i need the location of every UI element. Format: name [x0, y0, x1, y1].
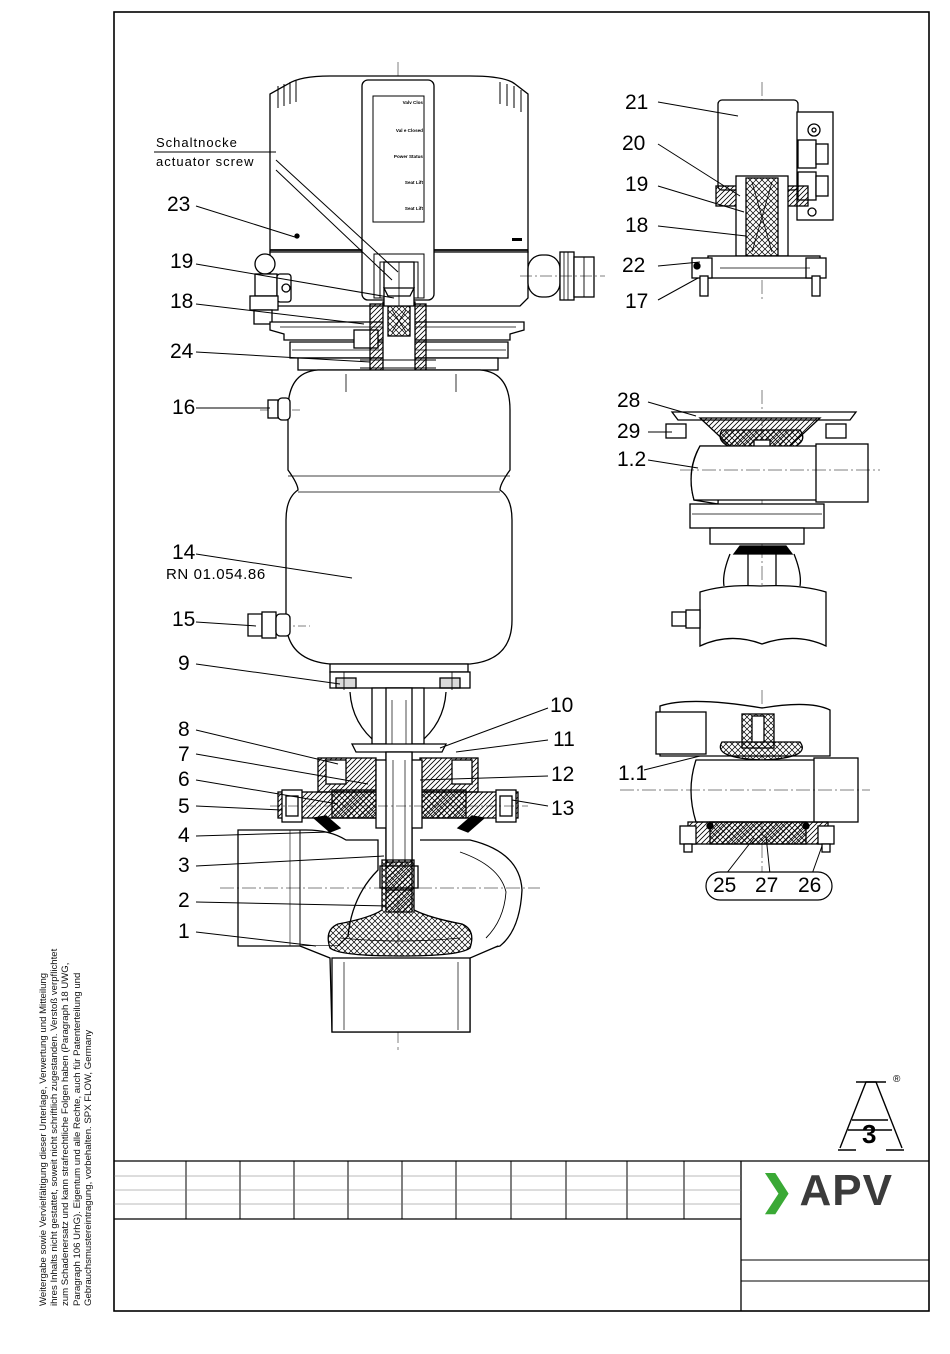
- copyright-line-1: Weitergabe sowie Vervielfältigung dieser…: [38, 972, 49, 1306]
- actuator-label-de: Schaltnocke: [156, 135, 238, 150]
- callout-2: 2: [178, 889, 190, 912]
- detail-b-leaders: [647, 401, 699, 469]
- callout-28: 28: [617, 389, 641, 412]
- valve-bonnet: [270, 743, 528, 891]
- status-legend: Valv Clos Val e Closed Power Status Seat…: [375, 100, 423, 222]
- callout-1-2: 1.2: [617, 448, 647, 471]
- callout-25: 25: [713, 874, 737, 897]
- part-number: RN 01.054.86: [166, 566, 266, 583]
- status-legend-3: Power Status: [393, 154, 423, 159]
- callout-5: 5: [178, 795, 190, 818]
- sheet-frame: [113, 11, 930, 1312]
- status-legend-5: Seat Lift: [404, 206, 423, 211]
- callout-11: 11: [553, 728, 575, 751]
- apv-brand-name: APV: [799, 1166, 893, 1215]
- callout-24: 24: [170, 340, 194, 363]
- callout-20: 20: [622, 132, 646, 155]
- detail-a-leaders: [657, 101, 747, 301]
- copyright-notice: Weitergabe sowie Vervielfältigung dieser…: [38, 226, 94, 1306]
- callout-12: 12: [551, 763, 575, 786]
- callout-23: 23: [167, 193, 191, 216]
- callout-15: 15: [172, 608, 196, 631]
- callout-29: 29: [617, 420, 641, 443]
- callout-19b: 19: [625, 173, 649, 196]
- callout-18b: 18: [625, 214, 649, 237]
- callout-27: 27: [755, 874, 779, 897]
- apv-chevron-icon: ❯: [760, 1169, 794, 1213]
- callout-1: 1: [178, 920, 190, 943]
- status-legend-1: Valv Clos: [402, 100, 423, 105]
- callout-19: 19: [170, 250, 194, 273]
- callout-14: 14: [172, 541, 196, 564]
- callout-3: 3: [178, 854, 190, 877]
- copyright-line-5: Gebrauchsmustereintragung, vorbehalten. …: [82, 1029, 94, 1306]
- callout-9: 9: [178, 652, 190, 675]
- detail-c-view: [620, 690, 870, 890]
- copyright-line-2: ihres Inhalts nicht gestattet, soweit ni…: [49, 948, 61, 1306]
- callout-22: 22: [622, 254, 646, 277]
- apv-logo: ❯ APV: [760, 1166, 893, 1216]
- main-leaders: [154, 151, 549, 947]
- callout-4: 4: [178, 824, 190, 847]
- main-valve-assembly: [220, 62, 605, 1052]
- copyright-line-4: Paragraph 106 UrhG). Eigentum und alle R…: [71, 972, 83, 1306]
- copyright-line-3: zum Schadenersatz und kann strafrechtlic…: [60, 962, 72, 1306]
- actuator-cylinder: [247, 369, 513, 690]
- callout-10: 10: [550, 694, 574, 717]
- callout-17: 17: [625, 290, 649, 313]
- callout-1-1: 1.1: [618, 762, 648, 785]
- a3-mark-number: 3: [862, 1119, 877, 1149]
- callout-16: 16: [172, 396, 196, 419]
- callout-18: 18: [170, 290, 194, 313]
- detail-a-view: [691, 82, 834, 300]
- status-legend-2: Val e Closed: [395, 128, 423, 133]
- callout-21: 21: [625, 91, 649, 114]
- detail-c-leaders: [643, 755, 833, 901]
- callout-6: 6: [178, 768, 190, 791]
- adapter: [269, 261, 525, 373]
- callout-8: 8: [178, 718, 190, 741]
- status-legend-4: Seat Lift: [404, 180, 423, 185]
- callout-26: 26: [798, 874, 822, 897]
- detail-b-view: [665, 390, 880, 648]
- actuator-label-en: actuator screw: [156, 154, 255, 169]
- valve-body: [220, 829, 540, 1033]
- callout-13: 13: [551, 797, 575, 820]
- a3-logo: [838, 1081, 904, 1151]
- callout-7: 7: [178, 743, 190, 766]
- a3-registered: ®: [893, 1074, 901, 1085]
